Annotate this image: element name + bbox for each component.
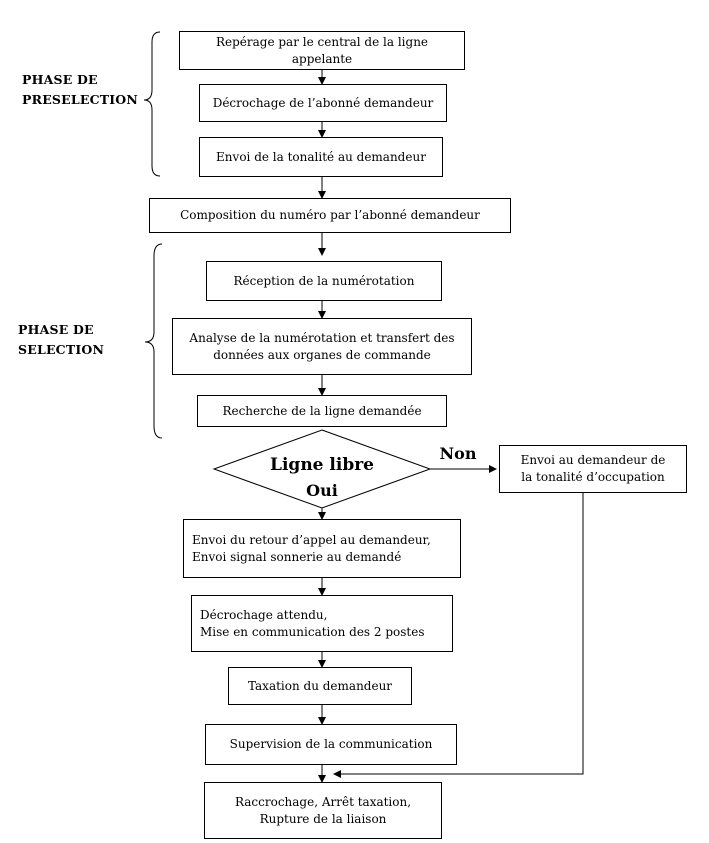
step-retour-appel: Envoi du retour d’appel au demandeur,Env…: [183, 519, 461, 578]
step-taxation: Taxation du demandeur: [228, 667, 412, 705]
preselection-brace: [143, 31, 161, 177]
step-composition: Composition du numéro par l’abonné deman…: [149, 198, 511, 233]
step-envoi-tonalite: Envoi de la tonalité au demandeur: [199, 137, 443, 177]
step-decrochage-abonne: Décrochage de l’abonné demandeur: [199, 84, 447, 122]
step-recherche: Recherche de la ligne demandée: [197, 395, 447, 427]
step-decrochage-attendu: Décrochage attendu,Mise en communication…: [191, 595, 453, 652]
selection-brace: [144, 243, 163, 439]
decision-no: Non: [439, 444, 477, 463]
decision-diamond: [212, 429, 432, 509]
step-supervision: Supervision de la communication: [205, 724, 457, 765]
step-reperage: Repérage par le central de la ligne appe…: [179, 31, 465, 70]
return-path: [333, 493, 584, 778]
decision-yes: Oui: [306, 481, 338, 500]
decision-question: Ligne libre: [270, 455, 374, 475]
step-reception: Réception de la numérotation: [206, 261, 442, 301]
step-analyse: Analyse de la numérotation et transfert …: [172, 318, 472, 375]
step-raccrochage: Raccrochage, Arrêt taxation,Rupture de l…: [204, 782, 442, 839]
